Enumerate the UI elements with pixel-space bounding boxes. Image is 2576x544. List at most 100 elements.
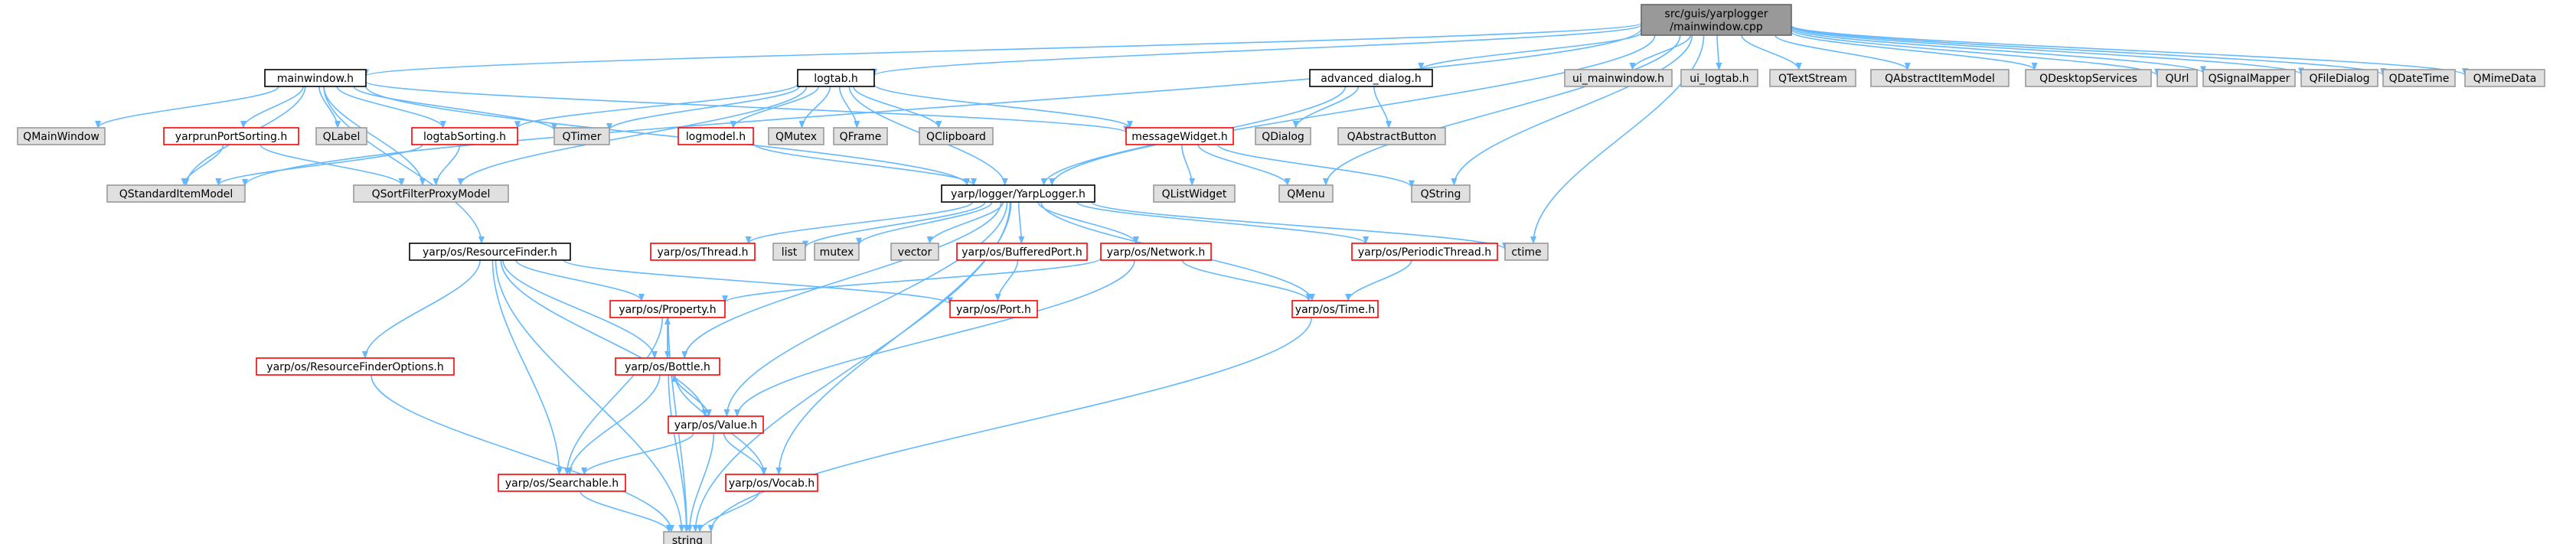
node-layer: src/guis/yarplogger/mainwindow.cpp mainwi… [17,4,2545,544]
node-label: QDateTime [2389,73,2450,85]
node-label: ui_logtab.h [1690,73,1748,85]
edge-mainwindow_h-to-resourcefinder_h [323,86,485,244]
node-thread-h[interactable]: yarp/os/Thread.h [650,243,756,261]
node-root[interactable]: src/guis/yarplogger/mainwindow.cpp [1641,4,1792,36]
node-box [956,243,1088,261]
node-messagewidget-h[interactable]: messageWidget.h [1125,127,1234,145]
node-advanced-dialog-h[interactable]: advanced_dialog.h [1309,69,1433,87]
node-box [941,184,1095,203]
edge-logmodel_h-to-yarplogger_h [753,142,977,186]
node-box [1411,184,1471,203]
edge-mainwindow_h-to-messagewidget_h [365,80,1129,134]
edge-yarprunportsorting_h-to-qsortfilterproxymodel [260,144,405,186]
node-label: yarp/os/Property.h [619,304,716,316]
edge-logtab_h-to-qclipboard [852,86,942,129]
node-box [1641,4,1792,36]
node-network-h[interactable]: yarp/os/Network.h [1100,243,1212,261]
node-box [1309,69,1433,87]
node-logmodel-h[interactable]: logmodel.h [677,127,754,145]
edge-messagewidget_h-to-qmenu [1197,144,1291,186]
node-qurl: QUrl [2156,69,2198,87]
node-label: QAbstractButton [1347,131,1437,143]
node-label: QMutex [775,131,817,143]
node-label: QLabel [323,131,361,143]
node-box [890,243,939,261]
node-qclipboard: QClipboard [919,127,994,145]
node-list: list [772,243,806,261]
node-logtabsorting-h[interactable]: logtabSorting.h [411,127,518,145]
node-box [615,357,720,376]
node-mainwindow-h[interactable]: mainwindow.h [264,69,367,87]
node-ctime: ctime [1504,243,1549,261]
node-box [409,243,571,261]
node-port-h[interactable]: yarp/os/Port.h [949,300,1038,318]
node-string: string [663,531,712,544]
node-searchable-h[interactable]: yarp/os/Searchable.h [498,474,626,492]
edge-yarplogger_h-to-thread_h [745,201,974,244]
node-bufferedport-h[interactable]: yarp/os/BufferedPort.h [956,243,1088,261]
edge-advanced_dialog_h-to-qabstractbutton [1373,86,1392,129]
node-value-h[interactable]: yarp/os/Value.h [668,415,764,434]
node-property-h[interactable]: yarp/os/Property.h [609,300,726,318]
edge-root-to-yarplogger_h [1049,34,1656,186]
edge-advanced_dialog_h-to-qdialog [1292,86,1360,129]
node-label: QFrame [840,131,882,143]
node-box [1255,127,1311,145]
node-label: yarp/os/Value.h [674,419,758,432]
node-box [2464,69,2545,87]
node-box [772,243,806,261]
edge-root-to-qtextstream [1741,34,1802,70]
node-box [663,531,712,544]
edge-periodicthread_h-to-time_h [1345,259,1412,301]
node-box [498,474,626,492]
node-vocab-h[interactable]: yarp/os/Vocab.h [725,474,818,492]
edge-searchable_h-to-string [580,490,672,533]
node-label: yarp/os/BufferedPort.h [962,246,1082,259]
node-box [1564,69,1673,87]
edge-resourcefinder_h-to-bottle_h [502,259,658,359]
node-yarprunportsorting-h[interactable]: yarprunPortSorting.h [163,127,299,145]
edge-network_h-to-value_h [734,259,1135,417]
node-periodicthread-h[interactable]: yarp/os/PeriodicThread.h [1351,243,1498,261]
edge-root-to-qurl [1791,28,2160,77]
node-mutex: mutex [814,243,860,261]
node-vector: vector [890,243,939,261]
edge-root-to-ctime [1530,34,1705,244]
node-label: QTextStream [1778,73,1847,85]
node-qmainwindow: QMainWindow [17,127,106,145]
node-qsignalmapper: QSignalMapper [2202,69,2296,87]
edge-logtab_h-to-logtabsorting_h [514,83,798,129]
node-box [1278,184,1334,203]
edge-resourcefinder_h-to-resourcefinderoptions_h [361,259,481,359]
node-qabstractitemmodel: QAbstractItemModel [1870,69,2010,87]
edge-network_h-to-time_h [1181,259,1312,301]
node-box [814,243,860,261]
node-label: messageWidget.h [1131,131,1228,143]
node-logtab-h[interactable]: logtab.h [797,69,875,87]
node-label: yarprunPortSorting.h [175,131,287,143]
edge-logtab_h-to-qmutex [798,86,831,129]
node-box [768,127,824,145]
node-label: logmodel.h [686,131,746,143]
node-label: QMimeData [2473,73,2537,85]
node-time-h[interactable]: yarp/os/Time.h [1291,300,1379,318]
edge-root-to-ui_mainwindow_h [1629,34,1692,70]
node-bottle-h[interactable]: yarp/os/Bottle.h [615,357,720,376]
node-resourcefinder-h[interactable]: yarp/os/ResourceFinder.h [409,243,571,261]
edge-property_h-to-searchable_h [563,317,664,475]
node-qlistwidget: QListWidget [1153,184,1236,203]
node-box [411,127,518,145]
node-resourcefinderoptions-h[interactable]: yarp/os/ResourceFinderOptions.h [256,357,455,376]
node-yarplogger-h[interactable]: yarp/logger/YarpLogger.h [941,184,1095,203]
node-qlabel: QLabel [315,127,367,145]
edge-resourcefinder_h-to-string [495,259,685,533]
node-qdesktopservices: QDesktopServices [2025,69,2152,87]
node-box [264,69,367,87]
node-box [2202,69,2296,87]
node-label: mainwindow.h [277,73,354,85]
node-label: QListWidget [1162,188,1227,200]
edge-layer [95,22,2468,533]
edge-root-to-qabstractitemmodel [1774,34,1911,70]
node-box [1291,300,1379,318]
